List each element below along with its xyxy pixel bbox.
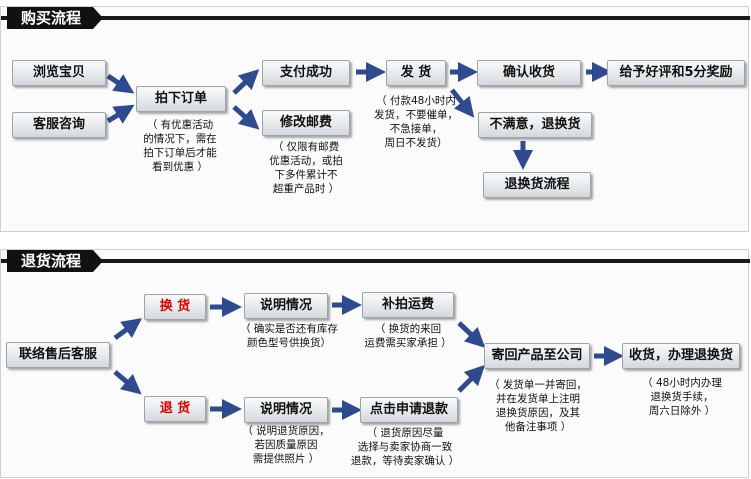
node-ship: 发 货 — [386, 60, 446, 86]
node-explain-exchange: 说明情况 — [244, 293, 328, 319]
node-order: 拍下订单 — [136, 86, 226, 112]
note-refund-explain: （ 说明退货原因， 若因质量原因 需提供照片 ） — [242, 425, 330, 465]
node-send-back: 寄回产品至公司 — [484, 343, 590, 369]
returns-title: 退货流程 — [7, 250, 104, 272]
note-exchange-explain: （ 确实是否还有库存 颜色型号供换货） — [240, 323, 338, 349]
node-browse: 浏览宝贝 — [12, 60, 106, 86]
node-return-process: 退换货流程 — [483, 172, 591, 198]
node-paid: 支付成功 — [262, 60, 350, 86]
header-bar — [1, 259, 750, 263]
node-apply-refund: 点击申请退款 — [360, 397, 458, 423]
node-modify-postage: 修改邮费 — [262, 110, 350, 136]
node-review: 给予好评和5分奖励 — [607, 60, 745, 86]
node-consult: 客服咨询 — [12, 112, 106, 138]
note-receive: （ 48小时内办理 退换货手续， 周六日除外 ） — [642, 377, 722, 417]
note-ship: （ 付款48小时内 发货，不要催单， 不急接单， 周日不发货） — [374, 95, 458, 149]
note-order: （ 有优惠活动 的情况下，需在 拍下订单后才能 看到优惠 ） — [143, 119, 217, 173]
node-after-sales: 联络售后客服 — [6, 342, 110, 368]
node-refund: 退 货 — [144, 396, 206, 422]
note-send-back: （ 发货单一并寄回， 并在发货单上注明 退换货原因，及其 他备注事项 ） — [489, 379, 587, 433]
header-bar — [1, 16, 750, 20]
purchase-title: 购买流程 — [7, 7, 104, 29]
note-apply: （ 退货原因尽量 选择与卖家协商一致 退款，等待卖家确认 ） — [350, 427, 460, 467]
purchase-header: 购买流程 — [1, 7, 750, 29]
note-repay: （ 换货的来回 运费需买家承担 ） — [364, 323, 452, 349]
node-unsatisfied: 不满意，退换货 — [478, 112, 592, 138]
node-confirm: 确认收货 — [477, 60, 581, 86]
node-exchange: 换 货 — [144, 294, 206, 320]
node-receive: 收货，办理退换货 — [622, 343, 740, 369]
node-repay-shipping: 补拍运费 — [362, 292, 454, 318]
note-modify-postage: （ 仅限有邮费 优惠活动，或拍 下多件累计不 超重产品时 ） — [269, 141, 343, 195]
returns-header: 退货流程 — [1, 250, 750, 272]
node-explain-refund: 说明情况 — [244, 397, 328, 423]
